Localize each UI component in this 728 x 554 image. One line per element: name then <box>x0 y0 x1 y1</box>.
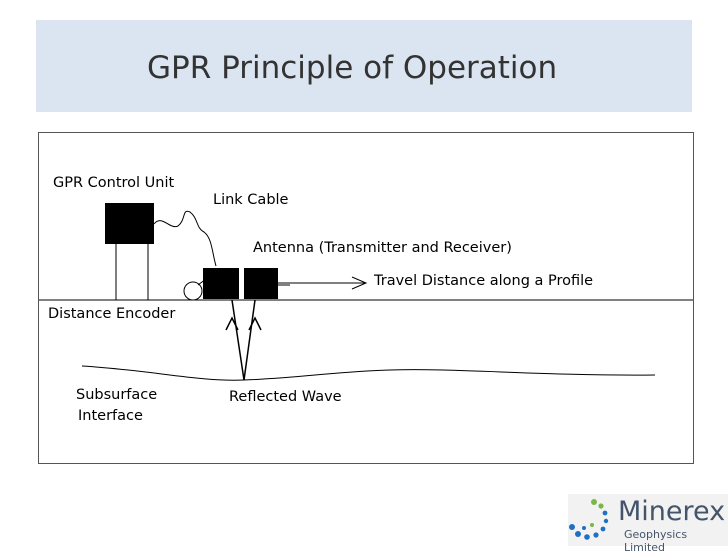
label-distance-encoder: Distance Encoder <box>48 306 176 322</box>
slide-title: GPR Principle of Operation <box>147 50 558 86</box>
label-travel-distance: Travel Distance along a Profile <box>374 273 594 289</box>
distance-encoder-wheel <box>183 281 203 301</box>
label-reflected-wave: Reflected Wave <box>229 389 342 405</box>
wave-arrow-head-left <box>225 316 239 331</box>
wave-arrow-head-right <box>248 316 262 331</box>
label-subsurface-line2: Interface <box>78 408 143 424</box>
travel-arrow-head <box>351 276 368 290</box>
label-link-cable: Link Cable <box>213 192 289 208</box>
encoder-arm <box>197 278 207 286</box>
logo-name: Minerex <box>618 496 726 527</box>
subsurface-interface-curve <box>81 365 656 381</box>
title-banner <box>36 20 692 112</box>
link-cable <box>153 210 217 267</box>
logo-subtitle: Geophysics Limited <box>624 528 688 554</box>
diagram-frame <box>38 132 694 464</box>
label-subsurface-line1: Subsurface <box>76 387 158 403</box>
label-control-unit: GPR Control Unit <box>53 175 175 191</box>
label-antenna: Antenna (Transmitter and Receiver) <box>253 240 512 256</box>
wave-ray-down <box>231 299 245 381</box>
minerex-logo-icon <box>569 499 609 540</box>
antenna-transmitter-block <box>203 268 239 299</box>
control-unit-box <box>105 203 154 244</box>
antenna-receiver-block <box>244 268 278 299</box>
wave-ray-up <box>243 299 256 381</box>
